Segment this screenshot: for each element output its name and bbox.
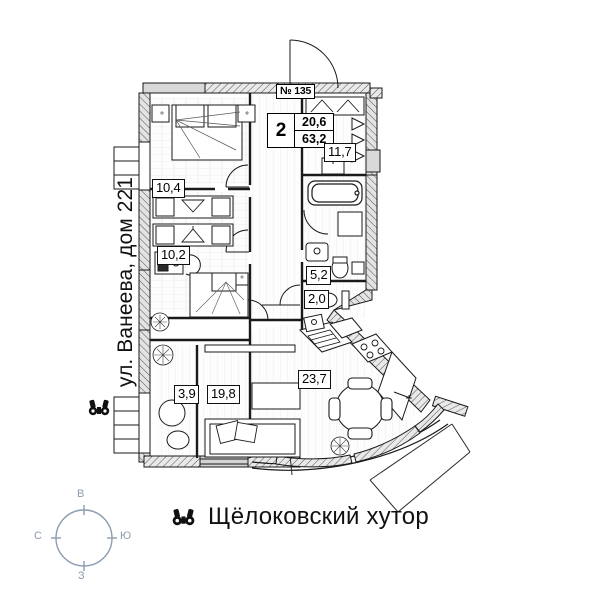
binoculars-icon <box>88 399 110 416</box>
room-area-balcony-west: 3,9 <box>174 385 200 404</box>
poi-caption: Щёлоковский хутор <box>170 503 429 531</box>
street-address-label: ул. Ванеева, дом 221 <box>114 176 137 388</box>
room-area-kitchen-living: 23,7 <box>298 370 331 389</box>
binoculars-icon <box>172 508 195 525</box>
room-area-hall: 19,8 <box>207 385 240 404</box>
room-area-bedroom-upper: 10,4 <box>152 179 185 198</box>
compass-label-south: З <box>78 570 85 582</box>
room-area-bathroom: 5,2 <box>306 266 332 285</box>
total-area-value: 63,2 <box>302 132 327 146</box>
room-area-bedroom-lower: 10,2 <box>157 246 190 265</box>
room-area-loggia-north: 11,7 <box>324 143 356 162</box>
apartment-number-label: № 135 <box>276 84 316 99</box>
compass-label-west: С <box>34 530 42 542</box>
compass-label-east: Ю <box>120 530 132 542</box>
poi-label: Щёлоковский хутор <box>208 503 429 530</box>
compass-label-north: В <box>77 488 85 500</box>
room-area-wc: 2,0 <box>304 290 330 309</box>
apartment-info-box: 2 20,6 63,2 <box>267 113 335 148</box>
living-area-value: 20,6 <box>295 114 334 131</box>
room-count: 2 <box>268 114 295 147</box>
compass-rose: В Ю З С <box>34 488 132 586</box>
compass-dial-icon <box>51 505 117 571</box>
